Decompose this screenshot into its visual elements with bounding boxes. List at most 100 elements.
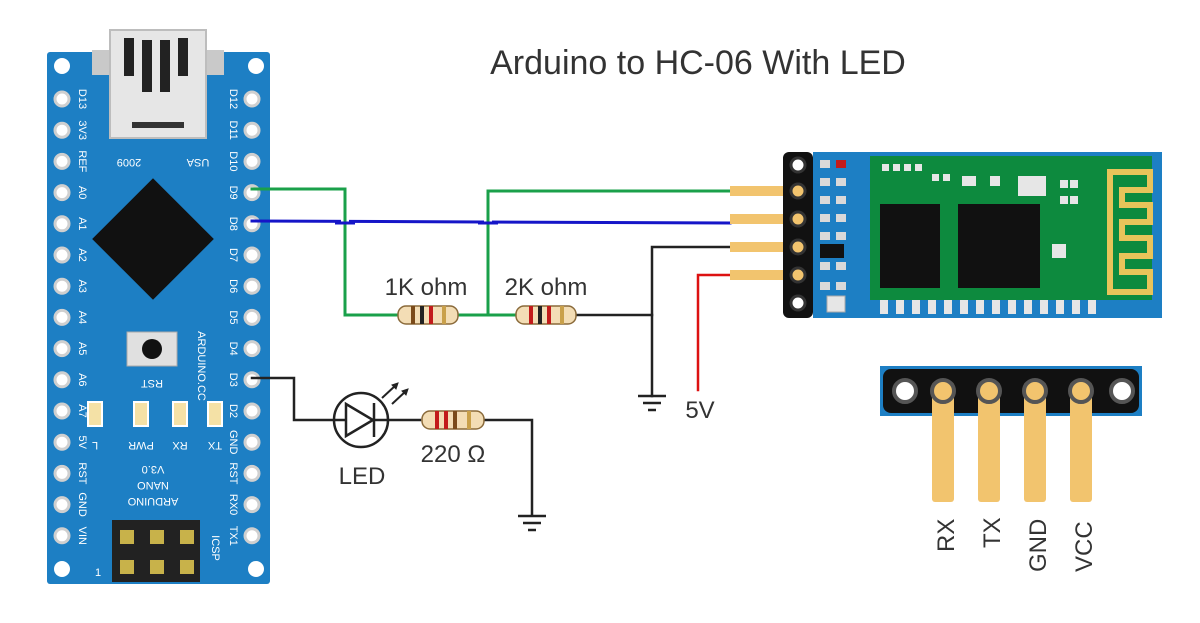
right-pin-label: D12 — [227, 89, 239, 109]
right-pin-label: D9 — [227, 186, 239, 200]
left-pin-label: A0 — [76, 186, 88, 199]
wire-green-hc06 — [486, 189, 732, 317]
right-pin-hole — [243, 277, 261, 295]
wire-green-d9 — [250, 187, 402, 317]
right-pin-label: D2 — [227, 404, 239, 418]
resistor-220-label: 220 Ω — [421, 441, 486, 468]
supply-5v-label: 5V — [685, 397, 714, 424]
right-pin-label: D7 — [227, 248, 239, 262]
diagram-title: Arduino to HC-06 With LED — [490, 44, 906, 82]
right-pin-hole — [243, 527, 261, 545]
left-pin-hole — [53, 184, 71, 202]
right-pin-label: D11 — [227, 121, 239, 140]
hc06-pin-vcc-label: VCC — [1071, 521, 1098, 572]
board-version-label: V3.0 — [142, 463, 165, 475]
right-pin-label: TX1 — [227, 526, 239, 546]
arduino-cc-label: ARDUINO.CC — [195, 331, 207, 401]
right-pin-label: D6 — [227, 279, 239, 293]
resistor-220-icon — [421, 410, 485, 430]
hc06-module — [730, 152, 1162, 318]
usb-connector-icon — [92, 29, 224, 139]
ground-icon — [638, 394, 666, 412]
arduino-nano-board: 2009 USA RST ARDUINO.CC L PWR RX TX V3.0… — [47, 29, 270, 584]
resistor-1k-label: 1K ohm — [385, 274, 468, 301]
left-pin-hole — [53, 496, 71, 514]
left-pin-hole — [53, 215, 71, 233]
right-pin-hole — [243, 496, 261, 514]
onboard-leds — [87, 401, 223, 427]
resistor-2k-icon — [515, 305, 577, 325]
ground-icon — [518, 514, 546, 532]
board-arduino-label: ARDUINO — [127, 495, 178, 507]
led-label-rx: RX — [172, 439, 188, 451]
left-pin-label: RST — [76, 462, 88, 484]
right-pin-hole — [243, 433, 261, 451]
usb-year-label: 2009 — [117, 156, 141, 168]
left-pin-hole — [53, 527, 71, 545]
left-pin-hole — [53, 464, 71, 482]
left-pin-hole — [53, 371, 71, 389]
right-pin-label: D3 — [227, 373, 239, 387]
left-pin-label: A2 — [76, 248, 88, 261]
wire-black-hc06 — [650, 245, 732, 398]
left-pin-hole — [53, 402, 71, 420]
wire-black-d3 — [250, 376, 336, 422]
right-pin-label: D8 — [227, 217, 239, 231]
icsp-header — [112, 520, 200, 582]
led-label-tx: TX — [207, 439, 222, 451]
led-label-l: L — [92, 439, 98, 451]
right-pin-label: D5 — [227, 310, 239, 324]
right-pin-hole — [243, 152, 261, 170]
resistor-1k-icon — [397, 305, 459, 325]
hc06-pin-gnd-label: GND — [1025, 519, 1052, 572]
right-pin-hole — [243, 340, 261, 358]
right-pin-hole — [243, 121, 261, 139]
left-pin-hole — [53, 433, 71, 451]
left-pin-hole — [53, 340, 71, 358]
led-symbol-icon — [332, 382, 409, 449]
left-pin-label: 3V3 — [76, 120, 88, 140]
right-pin-label: RX0 — [227, 494, 239, 515]
right-pin-label: RST — [227, 462, 239, 484]
left-pin-label: A1 — [76, 217, 88, 230]
icsp-pin1-label: 1 — [95, 567, 101, 579]
wire-black-led-gnd — [482, 418, 534, 517]
left-pin-label: A3 — [76, 279, 88, 292]
left-pin-hole — [53, 121, 71, 139]
icsp-label: ICSP — [209, 535, 221, 561]
left-pin-label: 5V — [76, 435, 88, 449]
right-pin-hole — [243, 215, 261, 233]
left-pin-label: GND — [76, 492, 88, 516]
right-pin-label: GND — [227, 430, 239, 455]
left-pin-label: A7 — [76, 404, 88, 417]
right-pin-hole — [243, 246, 261, 264]
board-nano-label: NANO — [137, 479, 169, 491]
wires — [250, 187, 732, 517]
microcontroller-chip — [92, 178, 214, 300]
left-pin-label: A6 — [76, 373, 88, 386]
left-pin-hole — [53, 90, 71, 108]
right-pin-hole — [243, 464, 261, 482]
right-pin-hole — [243, 308, 261, 326]
left-pin-hole — [53, 152, 71, 170]
left-pin-label: A5 — [76, 342, 88, 355]
hc06-pin-tx-label: TX — [979, 517, 1006, 548]
usb-country-label: USA — [186, 156, 209, 168]
right-pin-hole — [243, 90, 261, 108]
right-pin-hole — [243, 371, 261, 389]
left-pin-hole — [53, 308, 71, 326]
right-pin-label: D4 — [227, 342, 239, 356]
left-pin-hole — [53, 246, 71, 264]
left-pin-hole — [53, 277, 71, 295]
hc06-pin-rx-label: RX — [933, 519, 960, 552]
led-label: LED — [339, 463, 386, 490]
left-pin-label: A4 — [76, 311, 88, 324]
left-pin-label: D13 — [76, 89, 88, 109]
reset-button-label: RST — [141, 377, 163, 389]
left-pin-label: REF — [76, 150, 88, 172]
led-label-pwr: PWR — [128, 439, 154, 451]
left-pin-label: VIN — [76, 527, 88, 545]
resistor-2k-label: 2K ohm — [505, 274, 588, 301]
